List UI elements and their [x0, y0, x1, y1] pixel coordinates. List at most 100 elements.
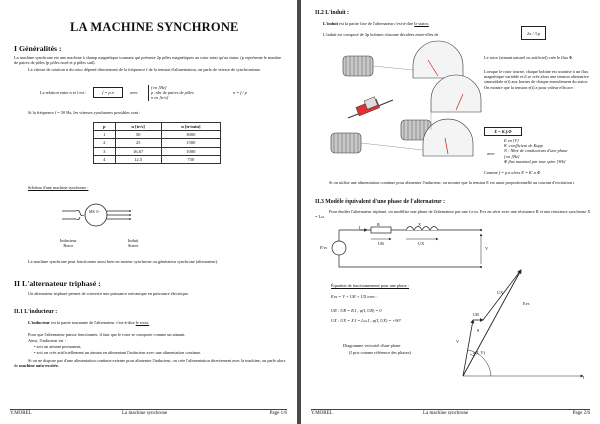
inducteur-intro: L'inducteur est la partie tournante de l… — [28, 320, 149, 325]
comme-formula: f = p.n alors E = K'.n.Φ — [498, 170, 541, 175]
bullet-text: soit un aimant permanent, — [36, 344, 82, 349]
emf-source — [331, 240, 347, 256]
bullet-item: • soit on crée artificiellement un aiman… — [34, 350, 202, 355]
current-label: I — [359, 225, 361, 230]
footer-page-number: Page 2/6 — [572, 411, 590, 416]
v-label: V — [485, 246, 489, 251]
subsection-heading-inducteur: II.1 L'inducteur : — [14, 309, 58, 315]
induit-label-line: Stator — [128, 243, 139, 249]
table-header: p — [93, 121, 116, 132]
phasor-ux-label: UX — [497, 290, 504, 295]
relation-def: n en [tr/s] — [151, 95, 169, 101]
inducteur-paragraph: Pour que l'alternateur puisse fonctionne… — [28, 332, 186, 337]
schema-caption: Schéma d'une machine synchrone : — [28, 185, 89, 190]
phasor-ur-label: UR — [473, 312, 479, 317]
relation-def: p :nbr de paires de pôles — [151, 90, 194, 96]
subsection-heading-induit: II.2 L'induit : — [315, 10, 349, 16]
footer-title: La machine synchrone — [122, 411, 168, 416]
ainsi-text: Ainsi, l'inducteur est : — [28, 338, 66, 343]
table-row: 1 50 3000 — [93, 130, 222, 140]
table-header-row: p n [tr/s] n [tr/min] — [93, 121, 222, 132]
induit-label-line: Induit — [128, 238, 139, 243]
voltmeter — [412, 40, 464, 79]
bullet-item: • soit un aimant permanent, — [34, 344, 82, 349]
induit-term: L'induit — [323, 21, 339, 26]
excitation-paragraph: Si on utilise une alimentation continue … — [329, 180, 575, 185]
inductor — [405, 226, 439, 231]
voltmeter — [422, 118, 474, 157]
footer-author: Y.MOREL — [311, 411, 333, 416]
emf-avec: avec — [487, 151, 495, 156]
inducteur-intro-text: est la partie tournante de l'alternateur… — [51, 320, 135, 325]
auto-excited-text: Si on ne dispose pas d'une alimentation … — [14, 358, 286, 369]
relation-avec: avec — [130, 90, 138, 95]
rotor-coil — [75, 209, 85, 221]
rotor-emf-text: Lorsque le rotor tourne, chaque bobine e… — [484, 69, 589, 90]
phasor-i-label: I — [583, 375, 585, 380]
machine-schematic — [62, 203, 131, 227]
rotor-leads — [62, 210, 76, 220]
ux-label: UX — [418, 241, 425, 246]
emf-def: Φ flux maximal par tour spire [Wb] — [504, 158, 566, 164]
equation-main: Evs = V + UR + UX avec : — [331, 294, 378, 299]
table-row: 4 12,5 750 — [93, 154, 222, 164]
terminal-dot — [480, 266, 482, 268]
table-cell: 2 — [93, 138, 116, 148]
page-2: II.2 L'induit : L'induit est la partie f… — [301, 0, 600, 424]
section-heading-alternateur: II L'alternateur triphasé : — [14, 279, 101, 288]
model-paragraph: Pour étudier l'alternateur triphasé, on … — [315, 209, 591, 220]
page-title: LA MACHINE SYNCHRONE — [70, 20, 239, 34]
inductor-label-line: Inducteur — [60, 238, 77, 243]
resistor — [370, 226, 392, 234]
paragraph-generalites: La machine synchrone est une machine à c… — [14, 55, 282, 66]
footer-title: La machine synchrone — [423, 411, 469, 416]
relation-alt-formula: n = f / p — [233, 90, 247, 95]
phasor-theta-label: θ — [477, 328, 480, 333]
comme-word: Comme — [484, 170, 498, 175]
induit-intro-text: est la partie fixe de l'alternateur c'es… — [339, 21, 414, 26]
paragraph-vitesse: La vitesse de rotation n du rotor dépend… — [28, 67, 261, 72]
inductor-label: Inducteur Rotor — [60, 238, 76, 248]
relation-label: La relation entre n et f est : — [40, 90, 87, 95]
diagram-caption: Diagramme vectoriel d'une phase — [343, 343, 401, 348]
emf-def: N : Nbre de conducteurs d'une phase — [504, 148, 568, 154]
footer-page-number: Page 1/6 — [269, 411, 287, 416]
table-cell: 1500 — [160, 138, 222, 148]
stator-leads — [107, 210, 130, 220]
table-cell: 1000 — [160, 146, 222, 156]
table-cell: 16,67 — [114, 146, 162, 156]
section-heading-generalites: I Généralités : — [14, 44, 62, 53]
auto-excited-paragraph: Si on ne dispose pas d'une alimentation … — [14, 358, 286, 368]
table-cell: 1 — [93, 130, 116, 140]
voltmeter — [430, 74, 482, 113]
inducteur-rotor-link: le rotor. — [135, 320, 150, 325]
theta-arc — [469, 353, 476, 357]
alternateur-text: Un alternateur triphasé permet de conver… — [28, 291, 189, 296]
bullet-text: soit on crée artificiellement un aimant … — [36, 350, 202, 355]
voltage-phasor — [462, 319, 475, 377]
comme-line: Comme f = p.n alors E = K'.n.Φ — [484, 170, 540, 175]
page-1: LA MACHINE SYNCHRONE I Généralités : La … — [0, 0, 297, 424]
table-cell: 3000 — [160, 130, 222, 140]
motor-generator-paragraph: La machine synchrone peut fonctionner au… — [28, 259, 219, 264]
equation-title: Équation de fonctionnement pour une phas… — [331, 283, 410, 288]
reactance-label: X — [418, 222, 422, 227]
inducteur-term: L'inducteur — [28, 320, 50, 325]
ux-phasor — [482, 269, 522, 321]
relation-formula: f = p.n — [93, 87, 123, 98]
stator-coil — [330, 132, 362, 154]
table-cell: 4 — [93, 154, 116, 164]
phasor-diagram — [462, 269, 584, 378]
angle-formula: 2π / 3.p — [521, 26, 546, 40]
alternator-illustration — [330, 40, 482, 157]
phasor-e-label: Evs — [523, 301, 530, 306]
relation-defs: f en [Hz] p :nbr de paires de pôles n en… — [148, 85, 194, 101]
relation-def: f en [Hz] — [151, 85, 167, 90]
connection-wires — [360, 65, 432, 151]
ur-label: UR — [378, 241, 384, 246]
diagram-caption-2: (I pris comme référence des phases) — [349, 350, 411, 355]
table-cell: 750 — [160, 154, 222, 164]
rotor-magnet — [347, 96, 394, 119]
subsection-heading-model: II.3 Modèle équivalent d'une phase de l'… — [315, 199, 446, 205]
phi-arc — [467, 349, 492, 377]
